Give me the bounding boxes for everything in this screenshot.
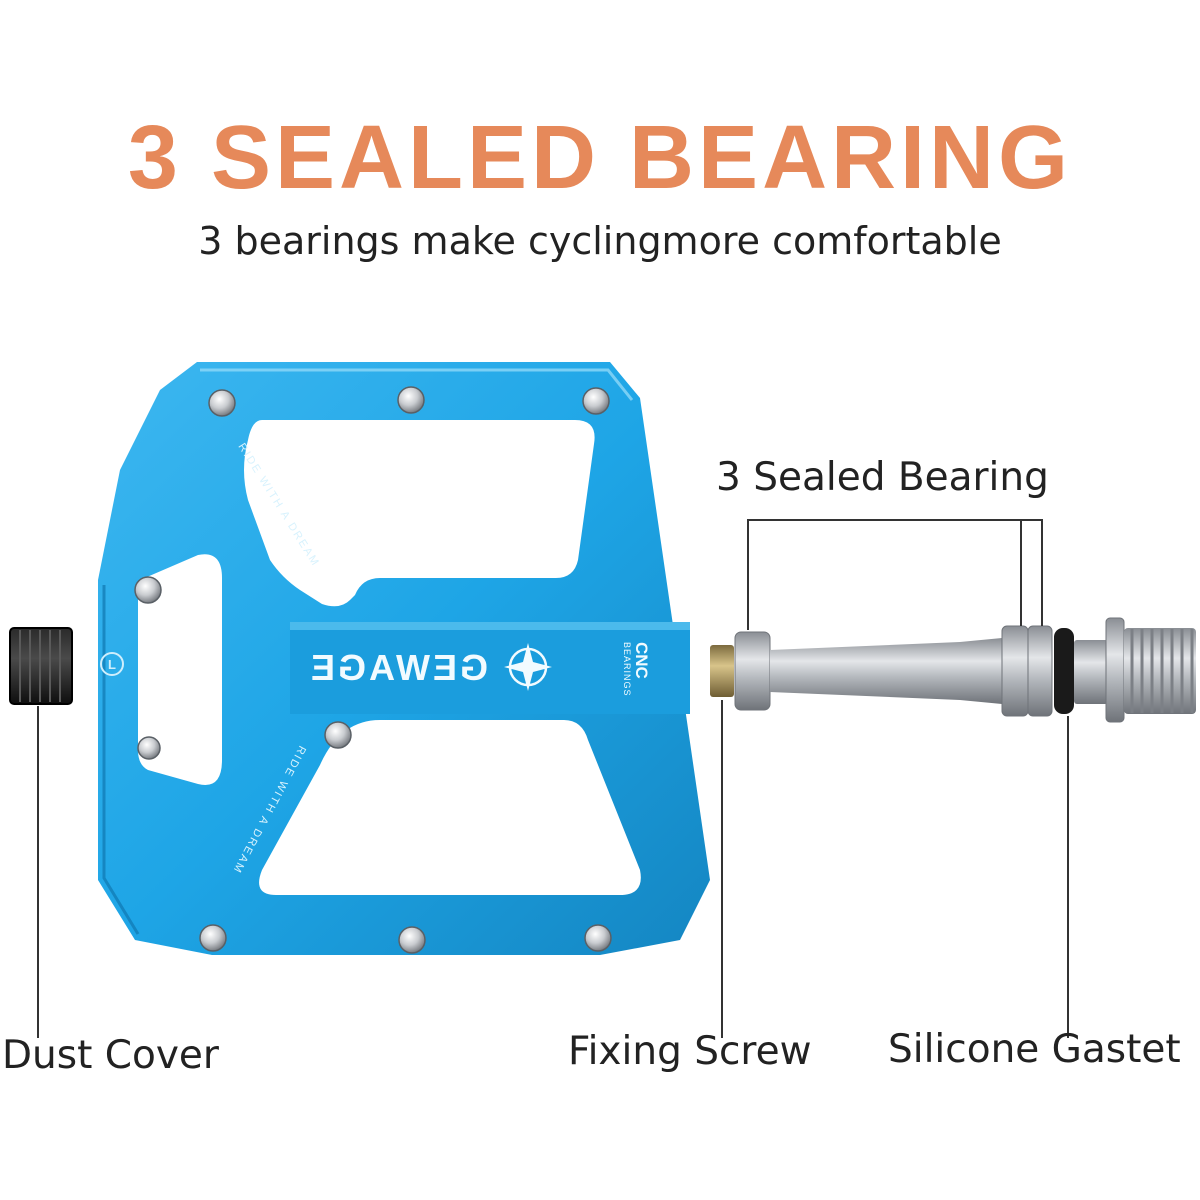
- thread-ridges: [1130, 629, 1194, 713]
- side-mark-circle: [100, 652, 124, 676]
- pedal-rim-highlight: [200, 368, 634, 401]
- headline-subtitle: 3 bearings make cyclingmore comfortable: [198, 219, 1002, 263]
- bearing-inner-1: [1001, 625, 1029, 717]
- cnc-badge-sub: BEARINGS: [622, 642, 632, 697]
- pedal-rim-shadow: [102, 585, 140, 935]
- bolt-icon: [398, 926, 426, 954]
- bolt-icon: [134, 576, 162, 604]
- label-sealed-bearing: 3 Sealed Bearing: [716, 455, 1049, 500]
- label-silicone-gasket: Silicone Gastet: [888, 1027, 1181, 1072]
- bolt-icon: [208, 389, 236, 417]
- pedal-beam-shine: [290, 622, 690, 630]
- pedal-center-beam: [290, 622, 690, 714]
- cnc-badge-title: CNC: [632, 642, 651, 679]
- leader-lines: [37, 519, 1069, 1038]
- bolt-icon: [584, 924, 612, 952]
- label-dust-cover: Dust Cover: [2, 1033, 219, 1078]
- thread-flange: [1074, 640, 1108, 704]
- thread-body: [1124, 628, 1196, 714]
- side-mark-letter: L: [108, 657, 116, 672]
- thread-collar: [1105, 617, 1125, 723]
- fixing-screw: [710, 645, 734, 697]
- pedal-body: L RIDE WITH A DREAM RIDE WITH A DREAM GE…: [98, 362, 710, 955]
- pin-bolts: [134, 386, 612, 954]
- silicone-gasket: [1054, 628, 1074, 714]
- compass-logo-icon: [504, 643, 552, 691]
- bolt-icon: [137, 736, 161, 760]
- bolt-icon: [397, 386, 425, 414]
- spindle-assembly: [710, 617, 1196, 723]
- leader-bearing: [747, 519, 1043, 630]
- bolt-icon: [582, 387, 610, 415]
- bearing-inner-2: [1027, 625, 1053, 717]
- bearing-outer: [734, 631, 771, 711]
- spindle-shaft: [770, 638, 1002, 704]
- bolt-icon: [199, 924, 227, 952]
- brand-logo: GEWAGE: [308, 647, 488, 688]
- headline-title: 3 SEALED BEARING: [127, 108, 1073, 208]
- dust-cover-cap: [9, 627, 73, 705]
- bolt-icon: [324, 721, 352, 749]
- label-fixing-screw: Fixing Screw: [568, 1029, 812, 1074]
